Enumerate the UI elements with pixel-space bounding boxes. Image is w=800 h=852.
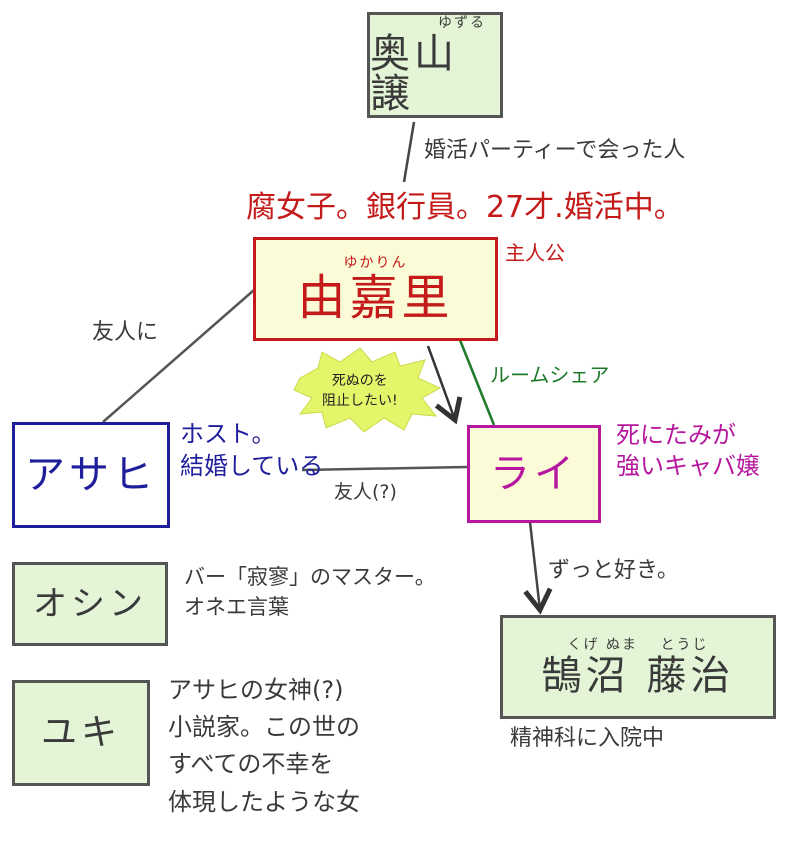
- character-box-kugenuma: くげ ぬま とうじ 鵠沼 藤治: [500, 615, 776, 719]
- character-box-okuyama: ゆずる 奥山 譲: [367, 12, 503, 118]
- relation-label-rai-kugenuma: ずっと好き。: [548, 558, 679, 583]
- yuki-description: アサヒの女神(?) 小説家。この世の すべての不幸を 体現したような女: [168, 672, 360, 821]
- description-line: すべての不幸を: [168, 750, 334, 779]
- starburst-line: 阻止したい!: [322, 392, 398, 409]
- description-line: 死にたみが: [616, 421, 736, 449]
- relation-label-asahi-rai: 友人(?): [334, 481, 397, 503]
- furigana: くげ ぬま とうじ: [567, 637, 709, 653]
- starburst-line: 死ぬのを: [331, 373, 388, 389]
- description-line: オネエ言葉: [184, 595, 289, 620]
- relation-label-okuyama-yukari: 婚活パーティーで会った人: [424, 138, 686, 163]
- arrow-rai-kugenuma: [523, 521, 553, 615]
- character-box-oshin: オシン: [12, 562, 168, 646]
- character-name: ライ: [490, 451, 578, 497]
- relation-label-yukari-rai: ルームシェア: [490, 363, 610, 387]
- character-name: 奥山 譲: [370, 31, 458, 117]
- character-name: アサヒ: [25, 452, 157, 498]
- description-line: バー「寂寥」のマスター。: [184, 565, 436, 589]
- arrow-yukari-rai: [426, 345, 463, 425]
- line-okuyama-yukari: [402, 121, 416, 183]
- character-box-yuki: ユキ: [12, 680, 150, 786]
- character-name: オシン: [33, 584, 147, 624]
- rai-description: 死にたみが 強いキャバ嬢: [616, 420, 760, 482]
- starburst-text: 死ぬのを 阻止したい!: [322, 372, 398, 411]
- description-line: ホスト。: [180, 420, 276, 448]
- oshin-description: バー「寂寥」のマスター。 オネエ言葉: [184, 562, 436, 623]
- furigana: ゆかりん: [343, 255, 408, 271]
- line-yukari-asahi: [102, 289, 255, 423]
- character-name: 由嘉里: [297, 270, 454, 326]
- character-box-rai: ライ: [467, 425, 601, 523]
- yukari-description: 腐女子。銀行員。27才.婚活中。: [246, 190, 684, 225]
- description-line: 強いキャバ嬢: [616, 452, 760, 481]
- description-line: 結婚している: [180, 452, 324, 481]
- description-line: アサヒの女神(?): [168, 676, 344, 704]
- line-yukari-rai: [458, 339, 496, 426]
- kugenuma-description: 精神科に入院中: [510, 726, 665, 751]
- line-asahi-rai: [301, 465, 468, 472]
- character-name: 鵠沼 藤治: [541, 653, 735, 699]
- character-name: ユキ: [40, 712, 121, 753]
- asahi-description: ホスト。 結婚している: [180, 418, 323, 483]
- description-line: 小説家。この世の: [168, 713, 360, 742]
- character-box-asahi: アサヒ: [12, 422, 170, 528]
- yukari-role: 主人公: [505, 241, 565, 265]
- relation-label-yukari-asahi: 友人に: [92, 320, 159, 345]
- starburst-shape: [293, 347, 442, 433]
- description-line: 体現したような女: [168, 787, 360, 816]
- furigana: ゆずる: [438, 15, 486, 31]
- character-box-yukari: ゆかりん 由嘉里: [253, 237, 498, 341]
